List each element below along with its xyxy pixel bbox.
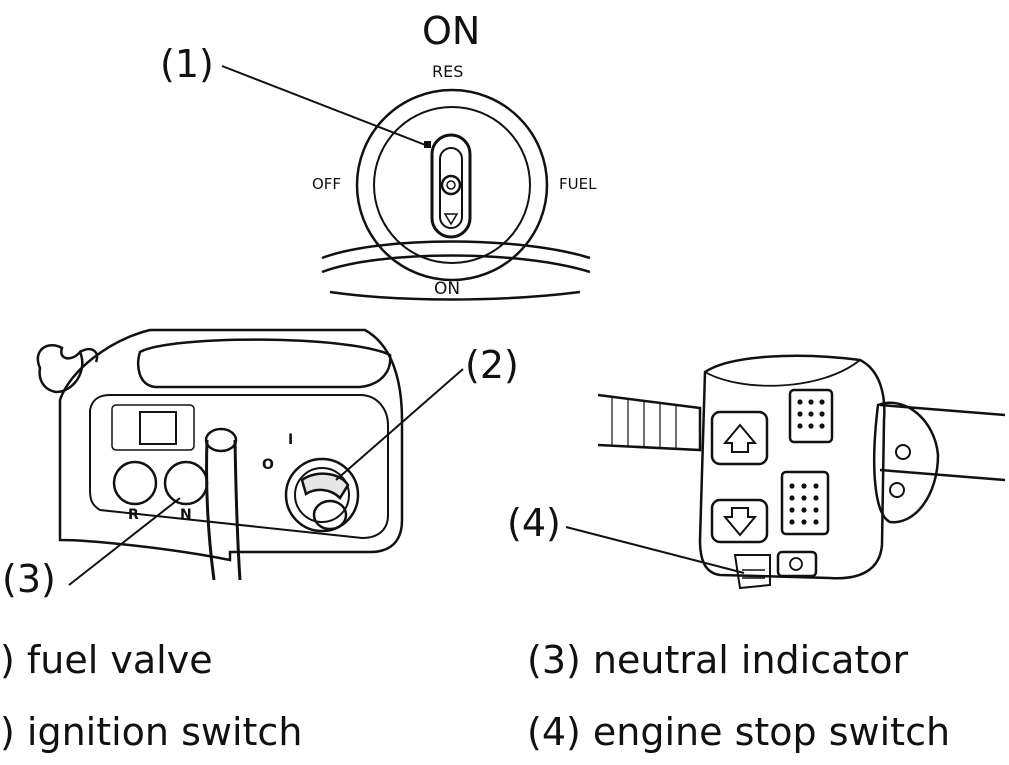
dial-label-fuel: FUEL (559, 175, 597, 193)
leader-line-4 (565, 526, 745, 574)
rocker-dot (808, 423, 814, 429)
upper-button-frame (710, 410, 769, 466)
handlebar-grip-detail (79, 347, 99, 363)
upper-rocker-switch (788, 388, 834, 444)
dash-display-bezel (111, 404, 195, 451)
key-label-off: O (262, 457, 274, 473)
lamp-label-r: R (128, 507, 139, 523)
legend-item-1: ) fuel valve (0, 638, 213, 682)
tank-contour-2 (321, 254, 591, 274)
grip-texture (611, 398, 677, 450)
handlebar-switch-diagram (597, 354, 1006, 590)
rocker-dot (797, 411, 803, 417)
lever-arrow-indicator (443, 213, 459, 226)
lower-rocker-switch (780, 470, 830, 536)
cable-right-edge (233, 439, 242, 581)
ignition-key-ring (312, 499, 348, 531)
fuel-valve-diagram (321, 88, 591, 301)
dial-label-on: ON (434, 279, 461, 299)
callout-2: (2) (465, 343, 519, 387)
switch-housing (698, 354, 886, 580)
cable-left-edge (205, 439, 216, 581)
rocker-dot (797, 423, 803, 429)
lower-button-frame (710, 498, 769, 544)
engine-stop-switch (733, 554, 771, 590)
indicator-lamp-r (112, 460, 158, 506)
start-button (776, 550, 818, 578)
dial-inner-ring (373, 106, 531, 264)
rocker-dot (819, 411, 825, 417)
rocker-dot (813, 483, 819, 489)
engine-stop-switch-ridges (742, 569, 765, 579)
rocker-dot (819, 399, 825, 405)
rocker-dot (801, 507, 807, 513)
switch-housing-top-edge (704, 359, 861, 387)
up-arrow-icon (722, 423, 758, 453)
fuel-valve-lever-inner (439, 147, 463, 229)
rocker-dot (789, 483, 795, 489)
rocker-dot (808, 399, 814, 405)
rocker-dot (801, 495, 807, 501)
start-button-symbol (789, 557, 803, 571)
rocker-dot (813, 495, 819, 501)
clamp-screw-1 (895, 444, 911, 460)
dial-outer-ring (355, 88, 549, 282)
position-on-heading: ON (422, 9, 481, 53)
lever-pivot-screw (440, 174, 462, 196)
handlebar-clamp (872, 401, 940, 524)
callout-1: (1) (160, 42, 214, 86)
ignition-switch-barrel (294, 467, 350, 523)
cable-grommet (204, 427, 238, 453)
headlight-lens (137, 338, 392, 389)
dash-housing-outer (58, 328, 404, 562)
key-label-on: I (288, 432, 294, 448)
rocker-dot (789, 519, 795, 525)
ignition-switch-bezel (284, 457, 360, 533)
dial-label-res: RES (432, 62, 464, 81)
handlebar-left (597, 393, 702, 452)
leader-line-2 (335, 368, 464, 481)
rocker-dot (797, 399, 803, 405)
rocker-dot (813, 507, 819, 513)
down-arrow-icon (722, 507, 758, 537)
rocker-dot (789, 507, 795, 513)
handlebar-grip-swirl (36, 343, 84, 394)
rocker-dot (801, 483, 807, 489)
callout-4: (4) (507, 501, 561, 545)
rocker-dot (808, 411, 814, 417)
ignition-panel-diagram (36, 328, 404, 581)
leader-line-1 (221, 65, 429, 147)
rocker-dot (801, 519, 807, 525)
rocker-dot (819, 423, 825, 429)
legend-item-2: ) ignition switch (0, 710, 303, 754)
dash-display-window (139, 411, 177, 445)
legend-item-3: (3) neutral indicator (527, 638, 909, 682)
dial-label-off: OFF (312, 175, 342, 193)
leader-line-3 (68, 497, 181, 586)
rocker-dot (813, 519, 819, 525)
rocker-dot-pattern (789, 399, 825, 525)
callout-3: (3) (2, 557, 56, 601)
tank-contour-3 (329, 290, 581, 301)
neutral-indicator-lamp (163, 460, 209, 506)
legend-item-4: (4) engine stop switch (527, 710, 951, 754)
lamp-label-n: N (180, 507, 192, 523)
clamp-screw-2 (889, 482, 905, 498)
handlebar-right (879, 403, 1006, 482)
leader-dot-1 (424, 141, 431, 148)
rocker-dot (789, 495, 795, 501)
dash-inner-panel (89, 394, 389, 540)
ignition-key-head (300, 472, 350, 501)
tank-contour-1 (321, 240, 591, 260)
lever-pivot-center (446, 180, 456, 190)
